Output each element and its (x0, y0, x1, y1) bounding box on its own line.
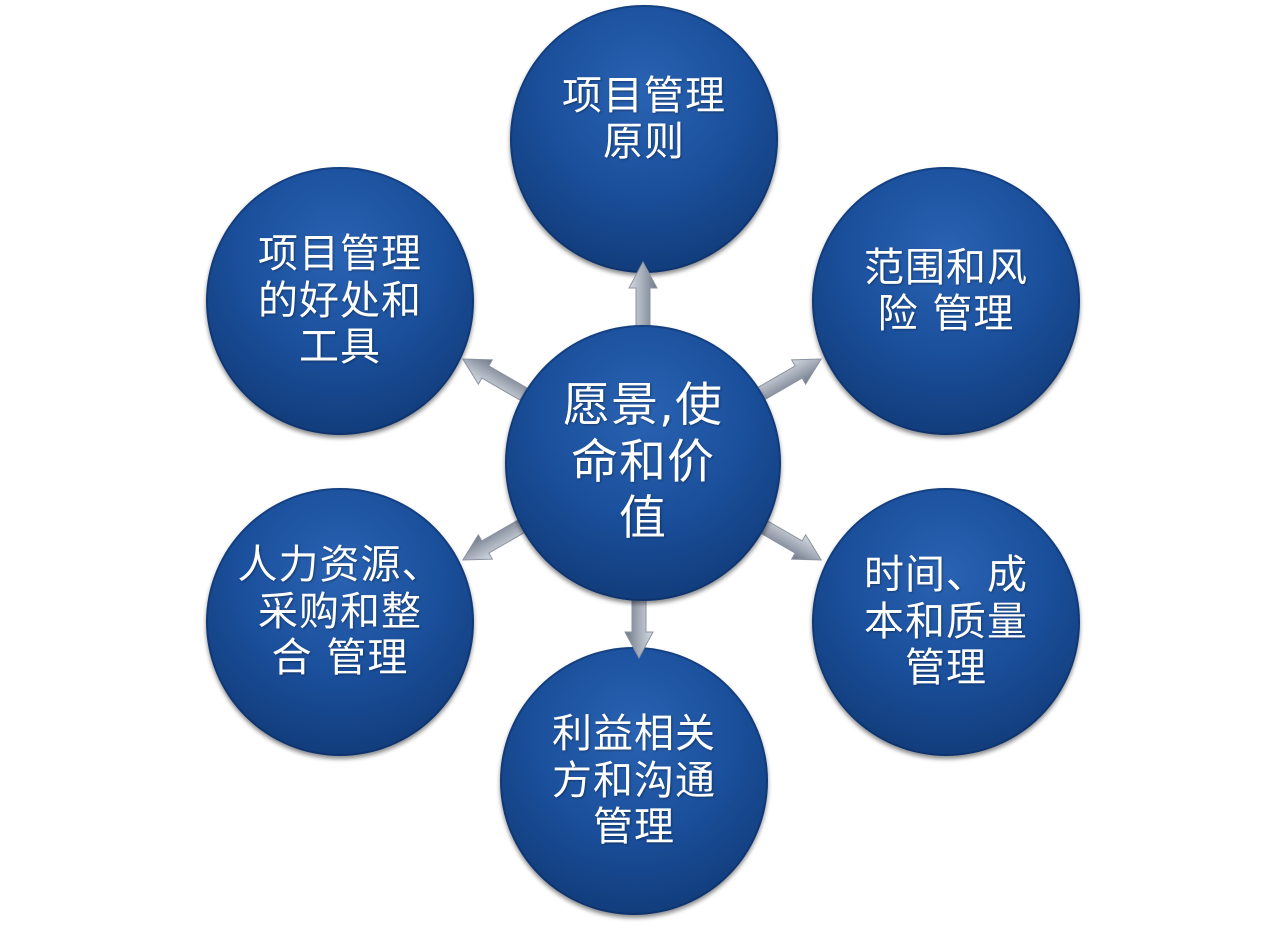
arrow-down-left-icon (461, 518, 528, 561)
node-label: 范围和风 险 管理 (864, 244, 1028, 337)
node-label: 项目管理 的好处和 工具 (258, 231, 422, 371)
arrow-up-right-icon (756, 358, 823, 401)
node-label: 利益相关 方和沟通 管理 (552, 711, 716, 851)
center-label: 愿景,使 命和价 值 (563, 378, 723, 547)
node-scope-risk-management: 范围和风 险 管理 (812, 167, 1080, 435)
arrow-up-left-icon (461, 358, 528, 401)
node-label: 人力资源、 采购和整 合 管理 (237, 542, 443, 682)
node-time-cost-quality-management: 时间、成 本和质量 管理 (812, 488, 1080, 756)
node-benefits-and-tools: 项目管理 的好处和 工具 (206, 167, 474, 435)
arrow-up-icon (628, 260, 658, 333)
node-label: 项目管理 原则 (562, 72, 726, 165)
arrow-down-right-icon (756, 518, 823, 561)
node-vision-mission-values: 愿景,使 命和价 值 (505, 325, 781, 601)
node-label: 时间、成 本和质量 管理 (864, 552, 1028, 692)
node-stakeholder-communication-management: 利益相关 方和沟通 管理 (500, 647, 768, 915)
node-hr-procurement-integration-management: 人力资源、 采购和整 合 管理 (206, 488, 474, 756)
node-project-management-principles: 项目管理 原则 (510, 5, 778, 273)
